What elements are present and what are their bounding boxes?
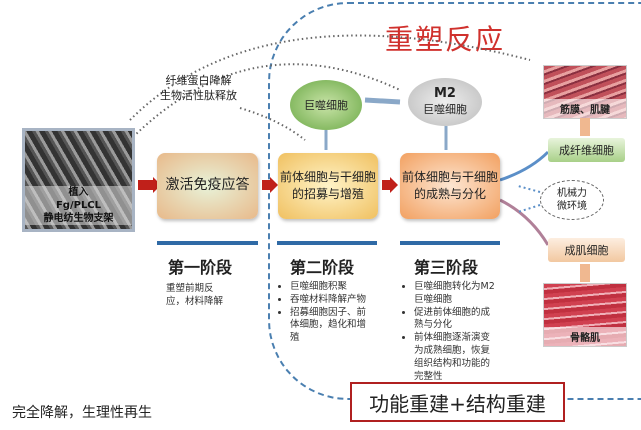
- fibroblast-box: 成纤维细胞: [548, 138, 625, 162]
- mechanical-environment-ellipse: 机械力微环境: [540, 180, 604, 220]
- muscle-label: 骨骼肌: [544, 327, 626, 346]
- red-arrow-shaft: [262, 180, 270, 190]
- red-arrow-icon: [390, 177, 398, 193]
- down-arrow-icon: [580, 264, 590, 282]
- stage-2-bullets: 巨噬细胞积聚 吞噬材料降解产物 招募细胞因子、前体细胞，趋化和增殖: [276, 281, 370, 345]
- skeletal-muscle-image: 骨骼肌: [543, 283, 627, 347]
- stage-divider: [400, 241, 500, 245]
- note-line: 纤维蛋白降解: [165, 74, 232, 87]
- red-arrow-shaft: [382, 180, 390, 190]
- stage-1-text: 重塑前期反应，材料降解: [166, 283, 224, 307]
- macrophage-to-m2-arrow: [364, 97, 401, 105]
- cell-down-arrows: [324, 126, 448, 150]
- dotted-arc-1: [129, 63, 401, 141]
- maturation-box: 前体细胞与干细胞的成熟与分化: [400, 153, 500, 219]
- m2-sublabel: 巨噬细胞: [423, 103, 467, 117]
- bullet-item: 巨噬细胞积聚: [290, 281, 370, 294]
- bullet-item: 招募细胞因子、前体细胞，趋化和增殖: [290, 307, 370, 345]
- macrophage-ellipse: 巨噬细胞: [290, 80, 362, 130]
- bullet-item: 前体细胞逐渐演变为成熟细胞，恢复组织结构和功能的完整性: [414, 332, 496, 383]
- bullet-item: 促进前体细胞的成熟与分化: [414, 307, 496, 333]
- to-myoblast-arrow: [499, 198, 550, 246]
- scaffold-line: 植入: [68, 187, 89, 198]
- mech-line: 微环境: [557, 201, 587, 212]
- red-arrow-icon: [270, 177, 278, 193]
- up-arrow-icon: [580, 118, 590, 136]
- degradation-note: 纤维蛋白降解 生物活性肽释放: [160, 74, 237, 104]
- fascia-label: 筋膜、肌腱: [544, 99, 626, 118]
- final-outcome-box: 功能重建+结构重建: [350, 382, 565, 422]
- to-fibroblast-arrow: [499, 150, 550, 182]
- fascia-tendon-image: 筋膜、肌腱: [543, 65, 627, 119]
- stage-1-title: 第一阶段: [168, 258, 233, 277]
- stage-3-bullets: 巨噬细胞转化为M2 巨噬细胞 促进前体细胞的成熟与分化 前体细胞逐渐演变为成熟细…: [400, 281, 496, 384]
- stage-divider: [157, 241, 258, 245]
- scaffold-line: 静电纺生物支架: [43, 213, 114, 224]
- myoblast-box: 成肌细胞: [548, 238, 625, 262]
- bottom-caption: 完全降解，生理性再生: [12, 405, 152, 421]
- dotted-arc-2: [129, 34, 531, 121]
- immune-response-box: 激活免疫应答: [157, 153, 258, 219]
- diagram-title: 重塑反应: [385, 23, 506, 56]
- note-line: 生物活性肽释放: [160, 88, 237, 102]
- stage-divider: [277, 241, 377, 245]
- bullet-item: 巨噬细胞转化为M2 巨噬细胞: [414, 281, 496, 307]
- recruitment-box: 前体细胞与干细胞的招募与增殖: [278, 153, 378, 219]
- scaffold-label: 植入 Fg/PLCL 静电纺生物支架: [25, 186, 132, 225]
- mech-arrows: [517, 185, 541, 213]
- mech-line: 机械力: [557, 188, 587, 199]
- stage-2-title: 第二阶段: [290, 258, 355, 277]
- red-arrow-shaft: [138, 180, 154, 190]
- scaffold-line: Fg/PLCL: [55, 200, 102, 211]
- stage-3-title: 第三阶段: [414, 258, 479, 277]
- m2-label: M2: [434, 86, 456, 102]
- bullet-item: 吞噬材料降解产物: [290, 294, 370, 307]
